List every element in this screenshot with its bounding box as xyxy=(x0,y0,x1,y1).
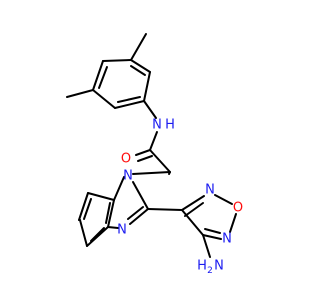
bond-carbonyl-2 xyxy=(137,155,153,162)
bond-benzo-double-3 xyxy=(105,202,111,224)
bond-oxa-c3-n2-double xyxy=(184,202,204,217)
bond-oxa-c4-c3 xyxy=(181,209,204,236)
bond-nh-to-carbonyl xyxy=(149,131,158,151)
bond-ring-a-double-2 xyxy=(117,96,141,103)
bond-c4-to-amine xyxy=(202,234,211,258)
atom-amide-n: N xyxy=(152,118,162,133)
bond-carbonyl-to-ch2 xyxy=(149,149,171,173)
atom-oxadiazole-n5: N xyxy=(222,232,232,247)
bond-ring-a-5 xyxy=(143,71,151,102)
atom-benzimidazole-n3: N xyxy=(117,223,127,238)
bond-imid-n1-c7a xyxy=(113,176,125,201)
bond-ring-a-6 xyxy=(130,59,151,73)
bond-benzo-1 xyxy=(87,192,115,201)
atom-oxadiazole-n2: N xyxy=(205,183,215,198)
bond-ring-a-3 xyxy=(92,89,116,109)
bond-oxa-n2-o xyxy=(214,194,233,205)
bond-oxa-o-n5 xyxy=(229,213,237,233)
bond-benzo-2 xyxy=(78,192,89,221)
bond-imid-c2-n3 xyxy=(129,208,149,225)
atom-amide-h: H xyxy=(165,118,175,133)
bond-ring-a-double-3 xyxy=(130,65,146,76)
bond-oxa-n5-c4 xyxy=(202,234,222,240)
atom-amine-h: H xyxy=(197,259,207,274)
atom-labels: N H O N N N O N H 2 N xyxy=(117,118,243,277)
bond-ring-a-2 xyxy=(92,60,104,91)
bond-benzo-double-1 xyxy=(83,198,92,220)
bond-ring-to-nh xyxy=(143,100,157,119)
bonds xyxy=(66,33,237,258)
bond-imid-c3a-c7a xyxy=(107,199,115,228)
atom-amine-n: N xyxy=(214,259,224,274)
bond-benzo-4 xyxy=(86,226,109,247)
bond-imid-n1-c2 xyxy=(132,181,149,210)
bond-benzo-3b xyxy=(79,219,88,247)
bond-ch2-to-n1b xyxy=(132,171,171,175)
bond-imid-n3-c3a xyxy=(107,226,119,229)
bond-ring-a-1 xyxy=(102,59,132,62)
bond-imid-c2-n3-double xyxy=(127,206,144,220)
molecule-structure-diagram: N H O N N N O N H 2 N xyxy=(66,33,243,277)
bond-oxa-n5-c4-double xyxy=(204,228,221,234)
atom-amine-subscript: 2 xyxy=(207,266,213,276)
atom-benzimidazole-n1: N xyxy=(123,169,133,184)
bond-carbonyl-1 xyxy=(135,149,151,156)
bond-methyl-top xyxy=(130,33,147,61)
bond-oxa-c3-n2 xyxy=(181,195,205,211)
atom-oxadiazole-o: O xyxy=(233,201,243,216)
bond-ring-a-double-1 xyxy=(98,66,108,89)
bond-methyl-left xyxy=(66,89,94,98)
atom-carbonyl-o: O xyxy=(121,152,131,167)
bond-imid-to-oxadiazole xyxy=(147,208,183,211)
bond-ring-a-4 xyxy=(114,100,145,109)
bond-benzo-double-2 xyxy=(90,227,105,242)
